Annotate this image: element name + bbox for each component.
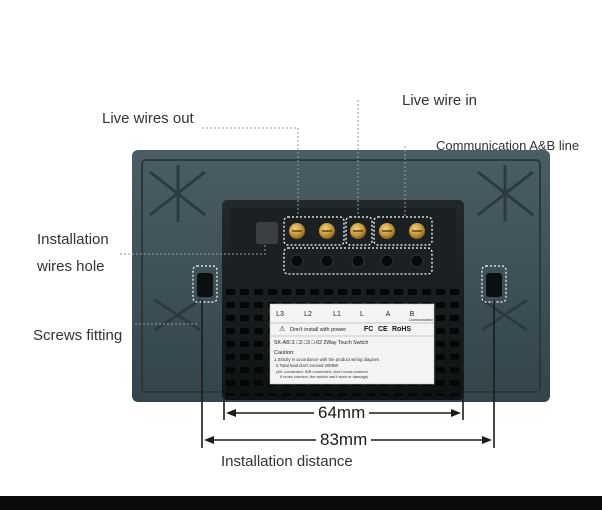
cert-rohs: RoHS bbox=[392, 326, 411, 333]
callout-communication-line: Communication A&B line bbox=[436, 138, 580, 153]
caution-line-1: 1.Strictly in accordance with the produc… bbox=[274, 357, 380, 362]
terminal-label: L bbox=[360, 311, 364, 318]
terminal-screws bbox=[289, 223, 425, 239]
terminal-label: L3 bbox=[276, 311, 284, 318]
callout-leaders bbox=[120, 100, 406, 325]
terminal-label: B bbox=[410, 311, 415, 318]
wires-hole bbox=[256, 222, 278, 244]
cert-ce: CE bbox=[378, 326, 388, 333]
wire-entry bbox=[290, 254, 304, 268]
live-out-highlight bbox=[283, 216, 345, 246]
callout-screws-fitting: Screws fitting bbox=[33, 327, 123, 344]
product-label bbox=[269, 303, 435, 385]
terminal-labels: L3 L2 L1 L A B bbox=[276, 311, 415, 318]
callout-installation: Installation bbox=[37, 231, 109, 248]
dimension-caption: Installation distance bbox=[221, 453, 353, 470]
entries-highlight bbox=[283, 247, 433, 275]
dimension-outer-label: 83mm bbox=[316, 430, 372, 450]
cert-fc: FC bbox=[364, 326, 373, 333]
comm-highlight bbox=[373, 216, 433, 246]
wire-entry bbox=[380, 254, 394, 268]
bottom-bar bbox=[0, 496, 602, 510]
screw-hole-left bbox=[197, 273, 213, 297]
terminal-sub-label: Communication bbox=[409, 318, 433, 322]
terminal-label: A bbox=[386, 311, 391, 318]
model-row: SK-A8□1 □2 □3 □-02 2Way Touch Switch bbox=[274, 340, 369, 346]
wire-entry bbox=[351, 254, 365, 268]
terminal-wire-entries bbox=[290, 254, 424, 268]
screw-hole-right bbox=[486, 273, 502, 297]
callout-wires-hole: wires hole bbox=[37, 258, 105, 275]
caution-line-2: 2.Total load don't exceed 2000W bbox=[276, 363, 339, 368]
live-in-highlight bbox=[345, 216, 373, 246]
terminal-label: L1 bbox=[333, 311, 341, 318]
callout-live-wire-in: Live wire in bbox=[402, 92, 478, 109]
dimension-inner-label: 64mm bbox=[314, 403, 370, 423]
wire-entry bbox=[410, 254, 424, 268]
screw-hole-left-outline bbox=[192, 265, 218, 303]
caution-title: Caution: bbox=[274, 350, 295, 356]
wire-entry bbox=[320, 254, 334, 268]
terminal-label: L2 bbox=[304, 311, 312, 318]
caution-line-4: if cross connect, the switch can't work … bbox=[280, 374, 369, 379]
callout-live-wires-out: Live wires out bbox=[102, 110, 194, 127]
plate-ribs bbox=[149, 165, 534, 332]
warning-text: Don't install with power bbox=[290, 327, 346, 333]
warning-triangle-icon: ⚠ bbox=[279, 325, 286, 333]
caution-line-3: (A/L connected, B/B connected, don't cro… bbox=[276, 369, 369, 374]
